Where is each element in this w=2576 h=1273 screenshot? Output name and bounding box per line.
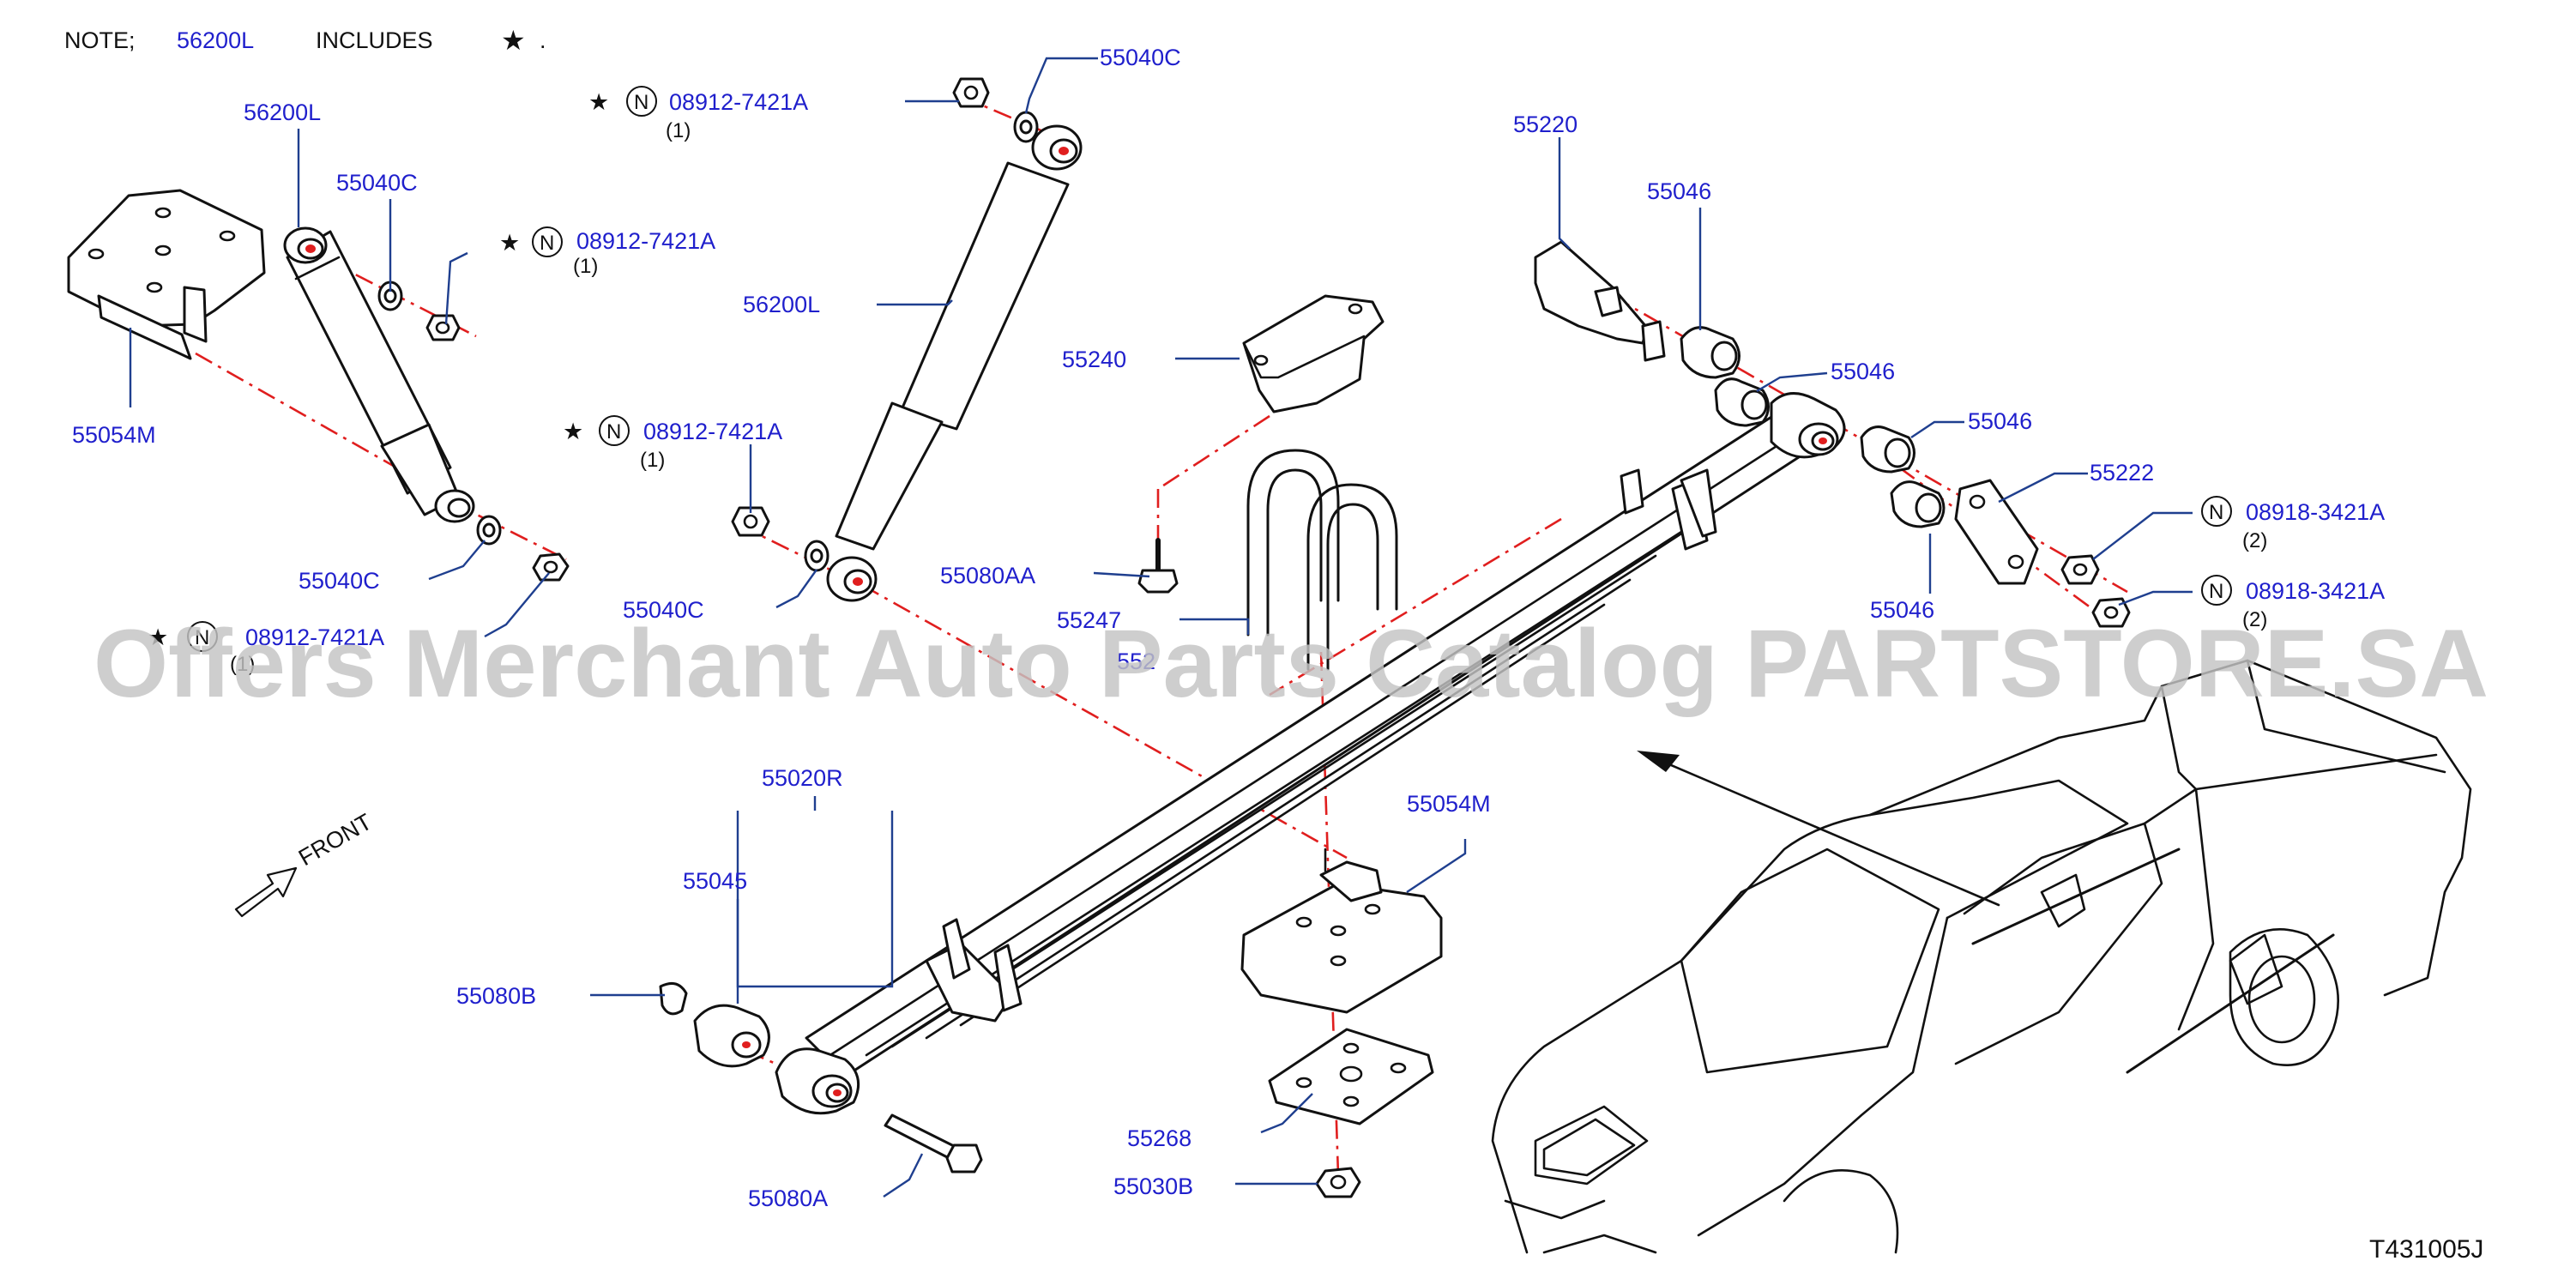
- note-star-icon: ★: [501, 25, 526, 56]
- label-bushing-left-bottom[interactable]: 55040C: [299, 568, 380, 594]
- shackle-bracket[interactable]: [1534, 240, 1666, 362]
- leaf-spring-assembly[interactable]: [775, 392, 1846, 1115]
- label-shackle-bushing-1[interactable]: 55046: [1647, 178, 1711, 204]
- label-spring-assembly[interactable]: 55020R: [762, 765, 843, 791]
- label-nut-u-bolt[interactable]: 55030B: [1113, 1173, 1193, 1199]
- label-bolt-front-nut[interactable]: 55080B: [456, 983, 536, 1009]
- label-shock-right[interactable]: 56200L: [743, 292, 820, 317]
- n-symbol-top: N: [634, 91, 649, 114]
- label-shackle-bushing-3[interactable]: 55046: [1968, 408, 2032, 434]
- n-circle-icon: [532, 226, 563, 257]
- nut-right-top[interactable]: [952, 77, 990, 108]
- qty-nut-c: (1): [640, 449, 665, 472]
- label-bolt-bumper[interactable]: 55080AA: [940, 563, 1035, 588]
- n-circle-icon-shackle-2: [2201, 575, 2232, 606]
- star-icon-lower: ★: [148, 624, 168, 650]
- bump-stopper[interactable]: [1242, 294, 1385, 413]
- spring-seat-lower[interactable]: [1240, 848, 1443, 1014]
- label-nut-c[interactable]: 08912-7421A: [643, 419, 782, 444]
- vehicle-illustration: [1491, 659, 2472, 1254]
- n-symbol-mid: N: [606, 420, 621, 443]
- spring-seat-left[interactable]: [67, 189, 266, 360]
- shackle-nuts[interactable]: [2060, 554, 2131, 628]
- qty-nut-shackle-2: (2): [2242, 608, 2267, 631]
- front-bushing[interactable]: [693, 1004, 770, 1068]
- bolt-front-nut[interactable]: [659, 981, 688, 1016]
- qty-nut-shackle-1: (2): [2242, 529, 2267, 552]
- front-label: FRONT: [294, 809, 377, 871]
- vehicle-pointer-line: [1645, 753, 2000, 907]
- n-circle-icon-top: [626, 86, 657, 117]
- nut-right-bottom[interactable]: [731, 506, 770, 537]
- label-shock-left[interactable]: 56200L: [244, 100, 321, 125]
- n-circle-icon-mid: [599, 415, 630, 446]
- label-seat-lower[interactable]: 55054M: [1407, 791, 1491, 817]
- shackle-plate[interactable]: [1954, 479, 2039, 585]
- shock-absorber-right[interactable]: [826, 124, 1083, 602]
- label-nut-b[interactable]: 08912-7421A: [576, 228, 715, 254]
- drawing-id: T431005J: [2369, 1235, 2483, 1264]
- n-circle-icon-lower: [187, 621, 218, 652]
- label-shackle-bushing-2[interactable]: 55046: [1831, 359, 1895, 384]
- label-shackle-bushing-4[interactable]: 55046: [1870, 597, 1934, 623]
- leader-lines: [129, 57, 2193, 1198]
- label-bushing-right-top[interactable]: 55040C: [1100, 45, 1181, 70]
- label-bushing-left-top[interactable]: 55040C: [336, 170, 418, 196]
- label-u-bolt[interactable]: 55247: [1057, 607, 1121, 633]
- label-nut-d[interactable]: 08912-7421A: [245, 624, 384, 650]
- shock-absorber-left[interactable]: [283, 226, 475, 523]
- note-header: NOTE; 56200L INCLUDES ★ .: [64, 25, 546, 56]
- n-symbol: N: [540, 232, 554, 255]
- watermark-text: Offers Merchant Auto Parts Catalog PARTS…: [94, 610, 2489, 717]
- label-bushing-right-bottom[interactable]: 55040C: [623, 597, 704, 623]
- note-includes: INCLUDES: [316, 27, 433, 53]
- label-seat-upper[interactable]: 55054M: [72, 422, 156, 448]
- shackle-bushings[interactable]: [1680, 326, 1946, 528]
- star-icon-top: ★: [588, 89, 609, 115]
- note-part-number[interactable]: 56200L: [177, 27, 254, 53]
- right-shock-hardware: [731, 77, 1039, 572]
- label-nut-shackle-1[interactable]: 08918-3421A: [2246, 499, 2385, 525]
- n-symbol-lower: N: [195, 626, 209, 649]
- qty-nut-a: (1): [666, 119, 691, 142]
- nut-left-bottom[interactable]: [532, 552, 570, 582]
- label-u-bolt-partial[interactable]: 552: [1117, 649, 1155, 674]
- bolt-bumper[interactable]: [1137, 538, 1179, 594]
- left-shock-hardware: [377, 281, 570, 582]
- label-shackle-bracket[interactable]: 55220: [1513, 112, 1578, 137]
- pointer-arrow-icon: [1637, 751, 1680, 772]
- qty-nut-b: (1): [573, 255, 598, 278]
- qty-nut-d: (1): [230, 653, 255, 676]
- note-prefix: NOTE;: [64, 27, 136, 53]
- label-bolt-front[interactable]: 55080A: [748, 1186, 828, 1211]
- star-icon-mid: ★: [563, 419, 583, 444]
- label-nut-a[interactable]: 08912-7421A: [669, 89, 808, 115]
- n-circle-icon-shackle-1: [2201, 496, 2232, 527]
- part-labels: 56200L 55040C ★ N 08912-7421A (1) 55054M…: [72, 45, 2385, 1211]
- note-suffix: .: [540, 27, 546, 53]
- label-nut-shackle-2[interactable]: 08918-3421A: [2246, 578, 2385, 604]
- label-front-bushing[interactable]: 55045: [683, 868, 747, 894]
- front-bushing-parts: [659, 981, 983, 1173]
- front-direction-indicator: FRONT: [234, 809, 377, 918]
- label-shackle-plate[interactable]: 55222: [2090, 460, 2154, 486]
- label-bumper[interactable]: 55240: [1062, 347, 1126, 372]
- star-icon: ★: [499, 230, 520, 256]
- label-pad-lower[interactable]: 55268: [1127, 1125, 1191, 1151]
- pad-lower[interactable]: [1268, 1028, 1434, 1125]
- n-symbol-shackle-2: N: [2209, 580, 2223, 603]
- nut-u-bolt[interactable]: [1315, 1167, 1361, 1198]
- nut-left-top[interactable]: [425, 314, 461, 341]
- n-symbol-shackle-1: N: [2209, 501, 2223, 524]
- front-arrow-icon: [234, 866, 298, 918]
